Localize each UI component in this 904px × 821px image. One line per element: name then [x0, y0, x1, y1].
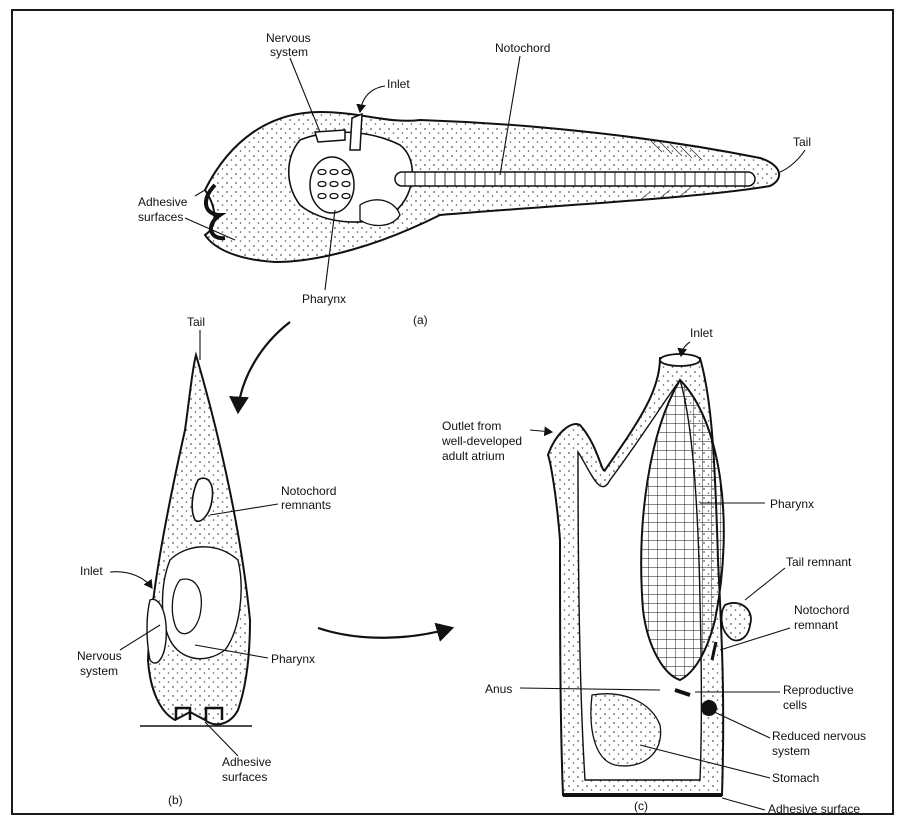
- label-c-pharynx: Pharynx: [770, 497, 814, 511]
- label-c-tail-remnant: Tail remnant: [786, 555, 852, 569]
- label-a-notochord: Notochord: [495, 41, 550, 55]
- label-a-pharynx: Pharynx: [302, 292, 346, 306]
- label-c-stomach: Stomach: [772, 771, 819, 785]
- adult-drawing: [548, 354, 751, 795]
- label-c-outlet-3: adult atrium: [442, 449, 505, 463]
- label-c-anus: Anus: [485, 682, 512, 696]
- label-b-tail: Tail: [187, 315, 205, 329]
- label-a-adhesive-1: Adhesive: [138, 195, 188, 209]
- label-b-notochord-1: Notochord: [281, 484, 336, 498]
- adult-reduced-nervous-system: [701, 700, 717, 716]
- stage-b-body: [148, 355, 250, 724]
- adult-tail-remnant: [722, 603, 751, 641]
- panel-label-a: (a): [413, 313, 428, 327]
- larva-inlet-tube: [350, 114, 362, 150]
- larva-pharynx-shape: [310, 157, 354, 213]
- label-a-adhesive-2: surfaces: [138, 210, 183, 224]
- label-c-repro-1: Reproductive: [783, 683, 854, 697]
- label-b-nervous-1: Nervous: [77, 649, 122, 663]
- arrow-a-to-b: [238, 322, 290, 412]
- larva-drawing: [205, 112, 779, 262]
- label-c-outlet-1: Outlet from: [442, 419, 501, 433]
- label-c-notochord-1: Notochord: [794, 603, 849, 617]
- label-c-notochord-2: remnant: [794, 618, 839, 632]
- metamorphosis-drawing: [140, 355, 252, 726]
- label-b-adhesive-2: surfaces: [222, 770, 267, 784]
- label-a-nervous-2: system: [270, 45, 308, 59]
- label-c-nervous-1: Reduced nervous: [772, 729, 866, 743]
- label-b-nervous-2: system: [80, 664, 118, 678]
- label-b-inlet: Inlet: [80, 564, 103, 578]
- label-a-nervous-1: Nervous: [266, 31, 311, 45]
- label-c-nervous-2: system: [772, 744, 810, 758]
- label-c-adhesive: Adhesive surface: [768, 802, 860, 816]
- label-c-outlet-2: well-developed: [441, 434, 522, 448]
- label-b-notochord-2: remnants: [281, 498, 331, 512]
- panel-label-b: (b): [168, 793, 183, 807]
- arrow-b-to-c: [318, 628, 452, 638]
- label-c-repro-2: cells: [783, 698, 807, 712]
- label-a-tail: Tail: [793, 135, 811, 149]
- label-b-adhesive-1: Adhesive: [222, 755, 272, 769]
- panel-label-c: (c): [634, 799, 648, 813]
- label-a-inlet: Inlet: [387, 77, 410, 91]
- label-c-inlet: Inlet: [690, 326, 713, 340]
- adult-inlet-siphon: [660, 354, 700, 366]
- label-b-pharynx: Pharynx: [271, 652, 315, 666]
